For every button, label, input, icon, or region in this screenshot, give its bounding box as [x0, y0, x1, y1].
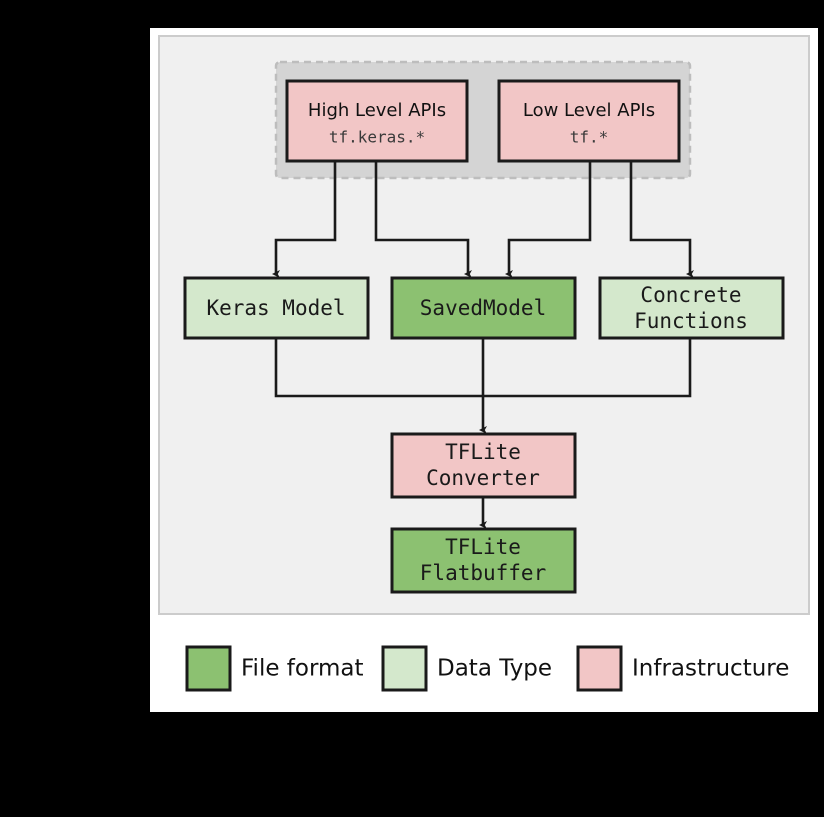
node-tflite-flatbuffer[interactable]: TFLite Flatbuffer [390, 527, 577, 594]
legend-item-infrastructure[interactable]: Infrastructure [576, 645, 789, 692]
legend-label-data-type: Data Type [437, 656, 552, 682]
low-level-apis-box[interactable] [497, 79, 681, 163]
tflite-flatbuffer-box[interactable] [390, 527, 577, 594]
edge-concrete-functions-to-converter [483, 338, 692, 398]
edge-keras-model-to-converter [274, 338, 483, 398]
legend-swatch-data-type [381, 645, 428, 692]
edge-low-level-apis-to-concrete-functions [629, 160, 694, 278]
saved-model-label: SavedModel [420, 296, 546, 320]
concrete-functions-label-line1: Concrete [640, 283, 741, 307]
legend-swatch-infrastructure [576, 645, 623, 692]
legend-item-file-format[interactable]: File format [185, 645, 364, 692]
node-saved-model[interactable]: SavedModel [390, 276, 577, 340]
legend-label-infrastructure: Infrastructure [632, 656, 789, 682]
legend: File format Data Type Infrastructure [185, 645, 789, 692]
legend-item-data-type[interactable]: Data Type [381, 645, 552, 692]
diagram-card: High Level APIs tf.keras.* Low Level API… [150, 28, 818, 712]
keras-model-label: Keras Model [206, 296, 345, 320]
edge-low-level-apis-to-saved-model [505, 160, 592, 278]
concrete-functions-box[interactable] [598, 276, 785, 340]
tflite-converter-label-line1: TFLite [445, 440, 521, 464]
node-low-level-apis[interactable]: Low Level APIs tf.* [497, 79, 681, 163]
tflite-flatbuffer-label-line2: Flatbuffer [420, 561, 546, 585]
saved-model-box[interactable] [390, 276, 577, 340]
legend-label-file-format: File format [241, 656, 364, 682]
keras-model-box[interactable] [183, 276, 370, 340]
tflite-flatbuffer-label-line1: TFLite [445, 535, 521, 559]
node-keras-model[interactable]: Keras Model [183, 276, 370, 340]
concrete-functions-label-line2: Functions [634, 309, 748, 333]
tflite-converter-box[interactable] [390, 432, 577, 499]
high-level-apis-box[interactable] [285, 79, 469, 163]
node-high-level-apis[interactable]: High Level APIs tf.keras.* [285, 79, 469, 163]
edge-high-level-apis-to-saved-model [374, 160, 472, 278]
node-concrete-functions[interactable]: Concrete Functions [598, 276, 785, 340]
edge-high-level-apis-to-keras-model [272, 160, 337, 278]
tflite-converter-label-line2: Converter [426, 466, 540, 490]
high-level-apis-subtitle: tf.keras.* [329, 128, 425, 147]
tflite-conversion-diagram: High Level APIs tf.keras.* Low Level API… [158, 35, 810, 692]
edge-layer [272, 160, 694, 529]
low-level-apis-subtitle: tf.* [570, 128, 609, 147]
legend-swatch-file-format [185, 645, 232, 692]
high-level-apis-title: High Level APIs [308, 100, 446, 121]
node-tflite-converter[interactable]: TFLite Converter [390, 432, 577, 499]
low-level-apis-title: Low Level APIs [523, 100, 655, 121]
